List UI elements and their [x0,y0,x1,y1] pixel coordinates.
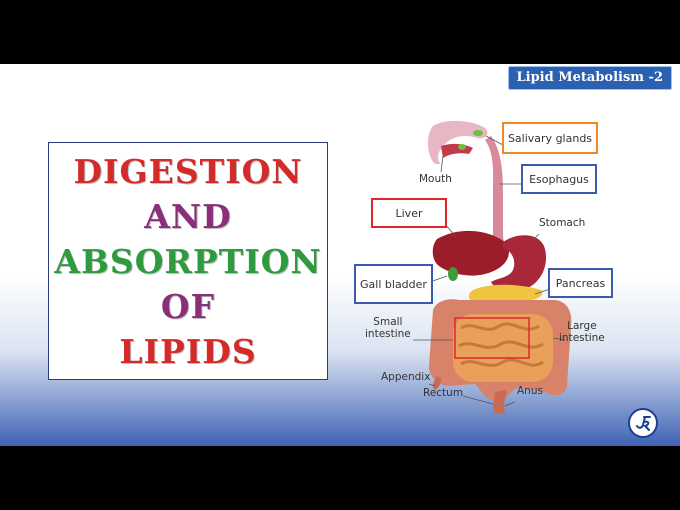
title-box: DIGESTION AND ABSORPTION OF LIPIDS [48,142,328,380]
pointer-salivary [485,135,506,147]
label-salivary-glands: Salivary glands [502,122,598,154]
label-appendix: Appendix [381,371,431,383]
stomach [491,235,547,292]
rectum [493,390,507,414]
label-anus: Anus [517,385,543,397]
pointer-mouth [440,155,444,173]
header-badge: Lipid Metabolism -2 [507,66,672,90]
title-line-4: OF [160,286,216,326]
label-liver: Liver [371,198,447,228]
pointer-appendix [428,383,436,387]
label-small-intestine: Small intestine [365,316,411,340]
label-stomach: Stomach [539,217,586,229]
intestine-folds [458,322,544,367]
jr-logo-icon [628,408,658,438]
label-mouth: Mouth [419,173,452,185]
pancreas [468,284,543,302]
title-line-3: ABSORPTION [54,241,322,281]
digestive-system-diagram: Salivary glands Esophagus Liver Gall bla… [345,114,630,414]
liver [432,230,509,276]
pointer-stomach [532,233,540,241]
esophagus [485,136,509,254]
title-line-5: LIPIDS [119,331,257,371]
logo-glyph [636,416,651,431]
nasal-cavity [427,120,488,164]
appendix [432,376,441,390]
pointer-rectum [462,395,494,405]
pointer-liver [444,223,458,239]
label-gall-bladder: Gall bladder [354,264,433,304]
title-line-1: DIGESTION [73,151,303,191]
label-large-intestine: Large intestine [559,320,605,344]
salivary-gland-1 [473,130,483,136]
gall-bladder [448,267,458,281]
label-rectum: Rectum [423,387,464,399]
pointer-pancreas [534,288,551,295]
title-line-2: AND [144,196,232,236]
slide: Lipid Metabolism -2 DIGESTION AND ABSORP… [0,64,680,446]
digestive-organs-illustration [413,120,572,414]
pointer-large-intestine [552,337,566,341]
small-intestine-highlight [454,317,530,359]
label-pancreas: Pancreas [548,268,613,298]
tongue [441,143,473,158]
salivary-gland-2 [458,144,466,150]
pointer-anus [504,401,516,407]
label-esophagus: Esophagus [521,164,597,194]
